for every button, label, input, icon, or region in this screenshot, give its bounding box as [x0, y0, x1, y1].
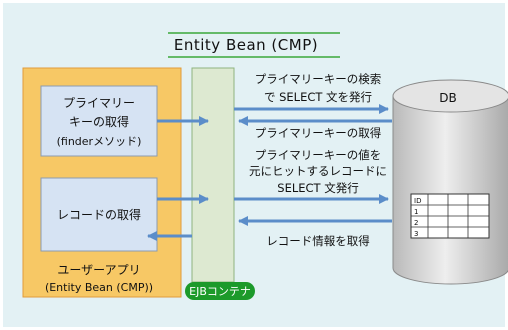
msg-select-pk-line2: で SELECT 文を発行: [264, 90, 372, 104]
primary-key-box-line2: キーの取得: [69, 114, 129, 129]
db-cylinder-top: [392, 79, 508, 113]
msg-select-record-line2: 元にヒットするレコードに: [249, 164, 387, 178]
ejb-container-column: [191, 67, 235, 283]
db-label: DB: [439, 91, 456, 105]
record-fetch-box-label: レコードの取得: [57, 207, 141, 222]
msg-select-record-line1: プライマリーキーの値を: [255, 148, 382, 162]
msg-select-record-line3: SELECT 文発行: [277, 181, 358, 195]
db-table: ID 1 2 3: [410, 193, 490, 239]
msg-select-pk-line1: プライマリーキーの検索: [255, 72, 382, 86]
primary-key-box: [40, 85, 158, 157]
primary-key-box-line3: (finderメソッド): [57, 135, 142, 148]
diagram-title: Entity Bean (CMP): [174, 36, 318, 54]
db-table-cell: 1: [414, 208, 418, 216]
ejb-container-label: EJBコンテナ: [189, 285, 251, 298]
db-table-cell: ID: [414, 197, 421, 205]
db-table-cell: 2: [414, 219, 418, 227]
user-app-sublabel: (Entity Bean (CMP)): [45, 281, 153, 294]
ejb-container-badge: [185, 282, 255, 300]
msg-return-pk: プライマリーキーの取得: [255, 126, 382, 140]
primary-key-box-line1: プライマリー: [63, 96, 135, 110]
msg-return-record: レコード情報を取得: [266, 234, 370, 248]
db-cylinder: [392, 79, 508, 285]
record-fetch-box: [40, 177, 158, 252]
db-cylinder-body: [392, 95, 508, 285]
user-app-label: ユーザーアプリ: [57, 263, 140, 277]
db-table-cell: 3: [414, 230, 418, 238]
